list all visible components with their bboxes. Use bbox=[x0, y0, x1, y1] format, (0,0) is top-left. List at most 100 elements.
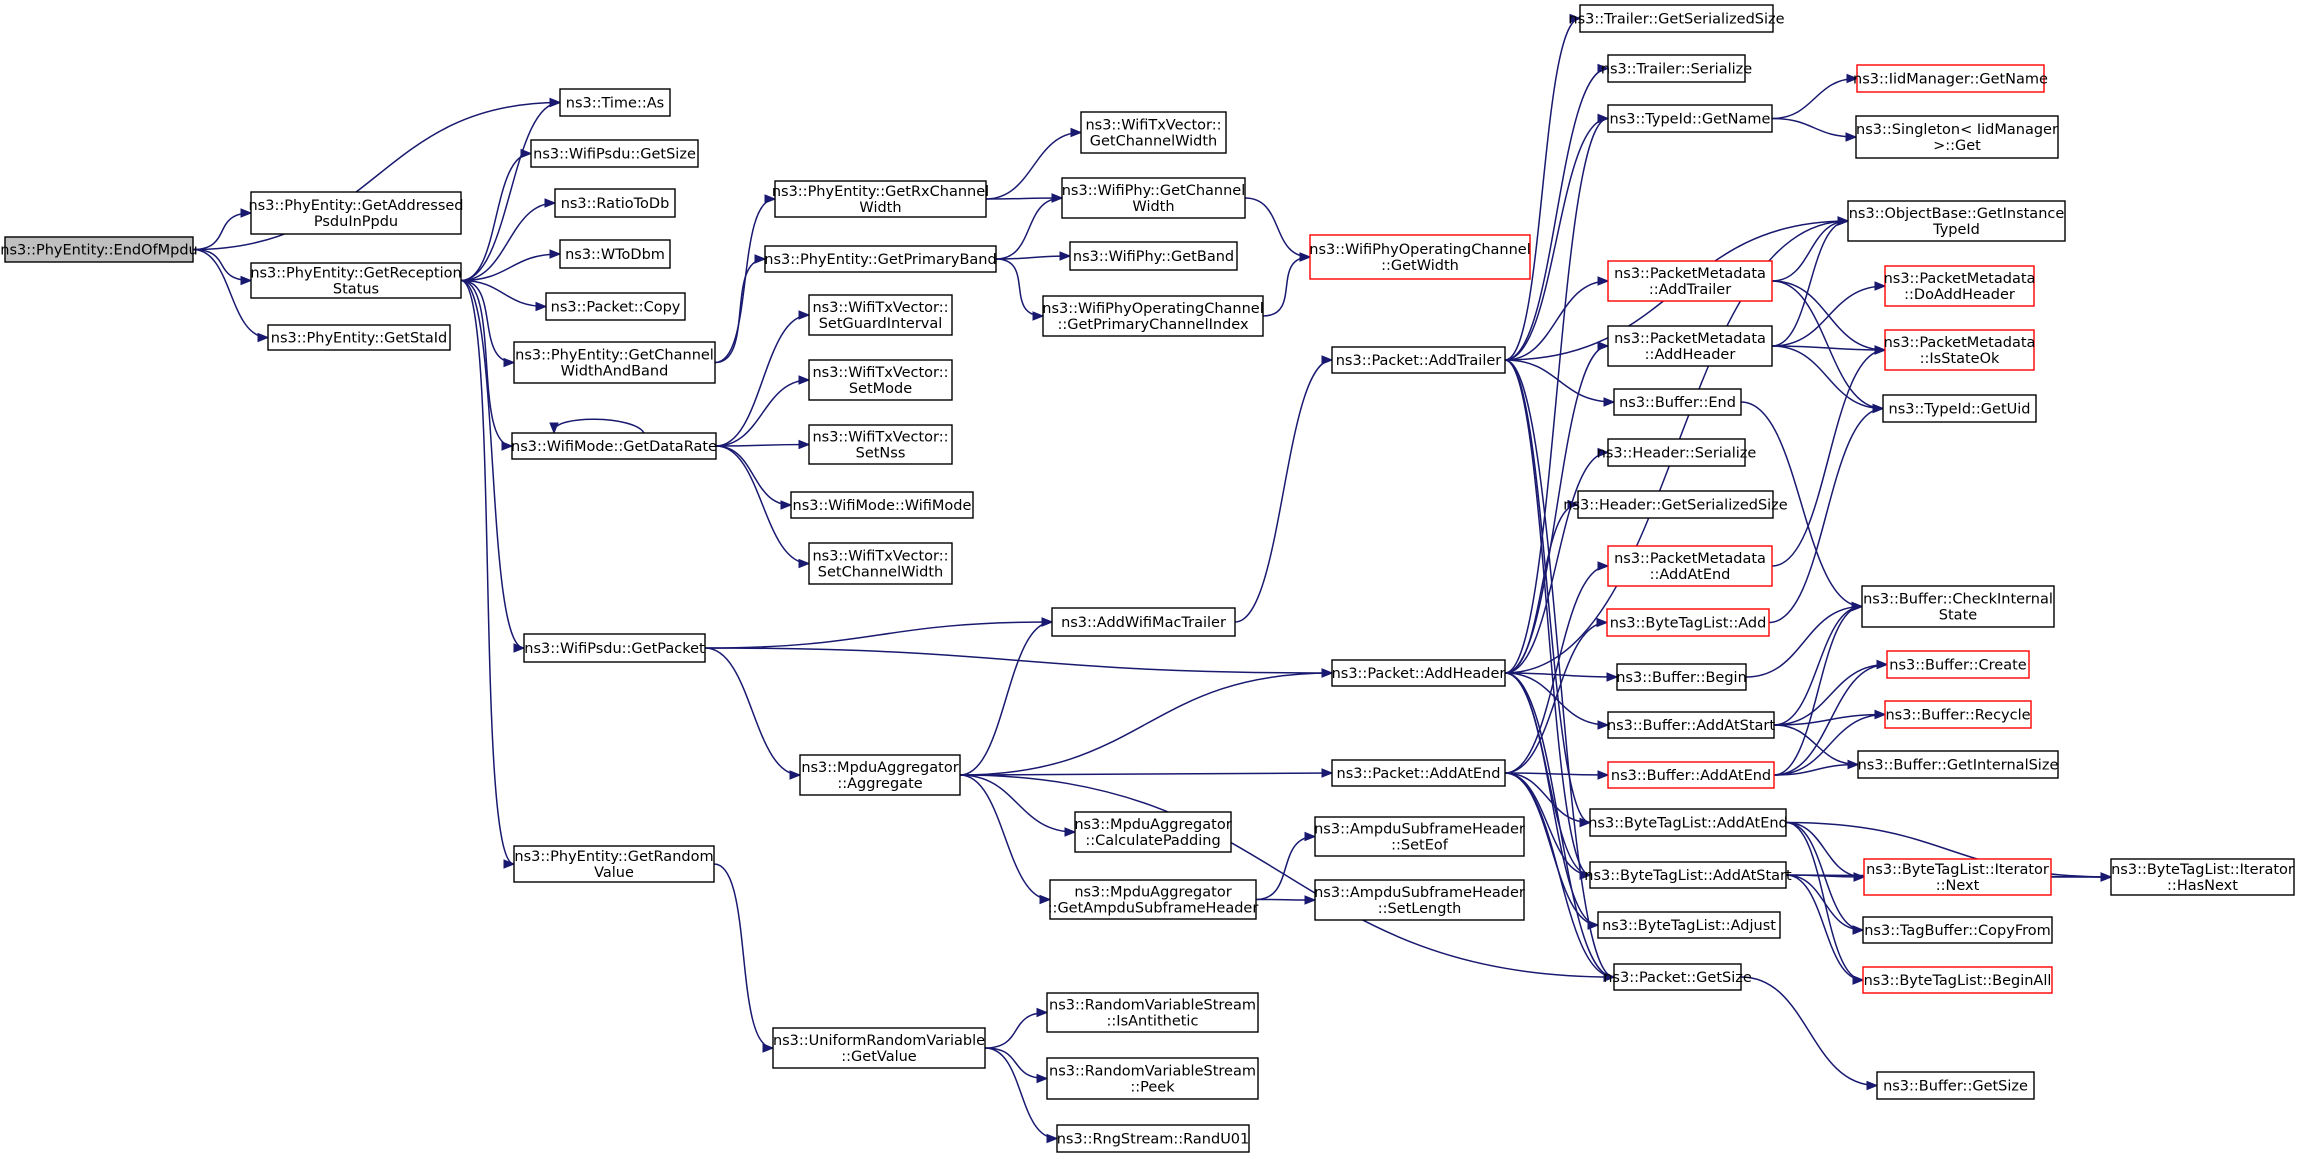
edge-uniform_getvalue-to-isantithetic bbox=[984, 1007, 1049, 1049]
node-singleton_get[interactable]: ns3::Singleton< IidManager>::Get bbox=[1855, 115, 2059, 159]
node-mpdu_aggregate[interactable]: ns3::MpduAggregator::Aggregate bbox=[799, 754, 961, 796]
node-randu01[interactable]: ns3::RngStream::RandU01 bbox=[1056, 1124, 1250, 1153]
edge-mpdu_aggregate-to-packet_addheader bbox=[959, 668, 1334, 776]
node-label: ns3::WToDbm bbox=[565, 247, 665, 263]
edge-pm_addheader-to-getinstancetypeid bbox=[1771, 216, 1850, 347]
node-typeid_getuid[interactable]: ns3::TypeId::GetUid bbox=[1882, 394, 2037, 423]
node-label: ::Peek bbox=[1130, 1080, 1175, 1096]
node-setEof[interactable]: ns3::AmpduSubframeHeader::SetEof bbox=[1314, 816, 1525, 857]
node-label: ns3::PhyEntity::GetAddressed bbox=[248, 198, 463, 214]
node-header_getserializedsize[interactable]: ns3::Header::GetSerializedSize bbox=[1563, 490, 1788, 519]
edge-line bbox=[1234, 359, 1333, 623]
node-wifiphy_getband[interactable]: ns3::WifiPhy::GetBand bbox=[1069, 241, 1238, 271]
node-setnss[interactable]: ns3::WifiTxVector::SetNss bbox=[808, 424, 953, 465]
edge-arrowhead bbox=[535, 301, 548, 312]
edge-line bbox=[1504, 359, 1591, 876]
node-buffer_getinternalsize[interactable]: ns3::Buffer::GetInternalSize bbox=[1857, 750, 2059, 779]
node-setmode[interactable]: ns3::WifiTxVector::SetMode bbox=[808, 359, 953, 401]
node-getdatarate[interactable]: ns3::WifiMode::GetDataRate bbox=[511, 432, 717, 460]
node-btl_iterator_next[interactable]: ns3::ByteTagList::Iterator::Next bbox=[1863, 858, 2052, 896]
node-wifipsdu_getsize[interactable]: ns3::WifiPsdu::GetSize bbox=[530, 139, 699, 168]
edge-arrowhead bbox=[798, 439, 811, 450]
node-wtodbm[interactable]: ns3::WToDbm bbox=[559, 239, 671, 269]
node-typeid_getname[interactable]: ns3::TypeId::GetName bbox=[1607, 104, 1773, 133]
node-setchannelwidth[interactable]: ns3::WifiTxVector::SetChannelWidth bbox=[808, 542, 953, 585]
node-getstaid[interactable]: ns3::PhyEntity::GetStaId bbox=[267, 324, 451, 351]
node-label: ns3::RngStream::RandU01 bbox=[1057, 1132, 1250, 1148]
function-nodes: ns3::PhyEntity::EndOfMpduns3::Time::Asns… bbox=[0, 4, 2295, 1153]
edge-line bbox=[1785, 874, 1864, 981]
edge-line bbox=[553, 418, 645, 434]
node-calculatepadding[interactable]: ns3::MpduAggregator::CalculatePadding bbox=[1074, 811, 1232, 853]
node-wifiphy_getchannelwidth[interactable]: ns3::WifiPhy::GetChannelWidth bbox=[1061, 177, 1246, 219]
node-pm_addatend[interactable]: ns3::PacketMetadata::AddAtEnd bbox=[1607, 545, 1773, 587]
node-buffer_end[interactable]: ns3::Buffer::End bbox=[1613, 388, 1742, 416]
edge-arrowhead bbox=[1304, 895, 1317, 905]
edge-line bbox=[1262, 256, 1311, 317]
node-btl_addatend[interactable]: ns3::ByteTagList::AddAtEnd bbox=[1588, 808, 1788, 837]
node-packet_addtrailer[interactable]: ns3::Packet::AddTrailer bbox=[1331, 346, 1506, 374]
node-btl_adjust[interactable]: ns3::ByteTagList::Adjust bbox=[1597, 911, 1781, 939]
node-pm_doaddheader[interactable]: ns3::PacketMetadata::DoAddHeader bbox=[1884, 265, 2036, 307]
node-time_as[interactable]: ns3::Time::As bbox=[559, 88, 671, 117]
node-peek[interactable]: ns3::RandomVariableStream::Peek bbox=[1046, 1057, 1259, 1100]
node-setlength[interactable]: ns3::AmpduSubframeHeader::SetLength bbox=[1314, 879, 1525, 921]
edge-arrowhead bbox=[1846, 73, 1859, 84]
node-trailer_getserializedsize[interactable]: ns3::Trailer::GetSerializedSize bbox=[1568, 4, 1785, 33]
node-pm_addtrailer[interactable]: ns3::PacketMetadata::AddTrailer bbox=[1607, 260, 1773, 302]
node-packet_addatend[interactable]: ns3::Packet::AddAtEnd bbox=[1331, 759, 1506, 787]
node-trailer_serialize[interactable]: ns3::Trailer::Serialize bbox=[1601, 54, 1752, 83]
node-box bbox=[1884, 265, 2035, 307]
node-buffer_begin[interactable]: ns3::Buffer::Begin bbox=[1616, 663, 1747, 691]
node-packet_getsize[interactable]: ns3::Packet::GetSize bbox=[1603, 963, 1752, 991]
edge-mpdu_aggregate-to-getampdusubframeheader bbox=[959, 774, 1052, 905]
node-btl_add[interactable]: ns3::ByteTagList::Add bbox=[1606, 608, 1770, 637]
node-packet_addheader[interactable]: ns3::Packet::AddHeader bbox=[1331, 659, 1506, 687]
node-buffer_addatend[interactable]: ns3::Buffer::AddAtEnd bbox=[1607, 761, 1775, 789]
edge-arrowhead bbox=[549, 422, 559, 435]
node-btl_beginall[interactable]: ns3::ByteTagList::BeginAll bbox=[1862, 966, 2053, 994]
node-isantithetic[interactable]: ns3::RandomVariableStream::IsAntithetic bbox=[1046, 992, 1259, 1033]
edge-endofmpdu-to-getreception bbox=[192, 248, 253, 286]
node-pm_isstateok[interactable]: ns3::PacketMetadata::IsStateOk bbox=[1884, 329, 2036, 371]
node-header_serialize[interactable]: ns3::Header::Serialize bbox=[1597, 438, 1757, 467]
edge-btl_add-to-typeid_getuid bbox=[1768, 403, 1885, 624]
node-ratiotodb[interactable]: ns3::RatioToDb bbox=[554, 188, 676, 218]
node-wifipsdu_getpacket[interactable]: ns3::WifiPsdu::GetPacket bbox=[523, 633, 706, 663]
node-opchannel_getwidth[interactable]: ns3::WifiPhyOperatingChannel::GetWidth bbox=[1309, 234, 1531, 280]
node-endofmpdu[interactable]: ns3::PhyEntity::EndOfMpdu bbox=[0, 236, 198, 263]
node-packet_copy[interactable]: ns3::Packet::Copy bbox=[545, 292, 686, 321]
edge-line bbox=[1771, 345, 1886, 351]
node-tagbuffer_copyfrom[interactable]: ns3::TagBuffer::CopyFrom bbox=[1862, 916, 2053, 944]
node-setguardinterval[interactable]: ns3::WifiTxVector::SetGuardInterval bbox=[808, 294, 953, 336]
node-buffer_addatstart[interactable]: ns3::Buffer::AddAtStart bbox=[1607, 711, 1775, 739]
node-label: ns3::Buffer::AddAtStart bbox=[1607, 718, 1775, 734]
node-uniform_getvalue[interactable]: ns3::UniformRandomVariable::GetValue bbox=[772, 1027, 986, 1069]
node-box bbox=[1607, 761, 1775, 789]
node-getprimaryband[interactable]: ns3::PhyEntity::GetPrimaryBand bbox=[764, 245, 997, 273]
node-buffer_create[interactable]: ns3::Buffer::Create bbox=[1886, 650, 2030, 679]
node-buffer_getsize[interactable]: ns3::Buffer::GetSize bbox=[1876, 1071, 2035, 1100]
node-box bbox=[1069, 241, 1238, 271]
node-addwifimactrailer[interactable]: ns3::AddWifiMacTrailer bbox=[1051, 607, 1236, 637]
edge-line bbox=[1773, 713, 1886, 776]
node-pm_addheader[interactable]: ns3::PacketMetadata::AddHeader bbox=[1607, 325, 1773, 367]
node-txvec_getchannelwidth[interactable]: ns3::WifiTxVector::GetChannelWidth bbox=[1080, 111, 1227, 154]
edge-arrowhead bbox=[798, 375, 811, 385]
node-box bbox=[1856, 64, 2045, 93]
node-btl_iterator_hasnext[interactable]: ns3::ByteTagList::Iterator::HasNext bbox=[2110, 858, 2295, 896]
node-getampdusubframeheader[interactable]: ns3::MpduAggregator::GetAmpduSubframeHea… bbox=[1048, 879, 1259, 920]
node-iidmanager_getname[interactable]: ns3::IidManager::GetName bbox=[1853, 64, 2048, 93]
node-wifimode_ctor[interactable]: ns3::WifiMode::WifiMode bbox=[790, 491, 974, 519]
node-btl_addatstart[interactable]: ns3::ByteTagList::AddAtStart bbox=[1584, 861, 1792, 889]
edge-getdatarate-to-setguardinterval bbox=[715, 310, 811, 447]
node-getprimarychannelindex[interactable]: ns3::WifiPhyOperatingChannel::GetPrimary… bbox=[1042, 295, 1264, 337]
node-buffer_recycle[interactable]: ns3::Buffer::Recycle bbox=[1884, 700, 2032, 729]
